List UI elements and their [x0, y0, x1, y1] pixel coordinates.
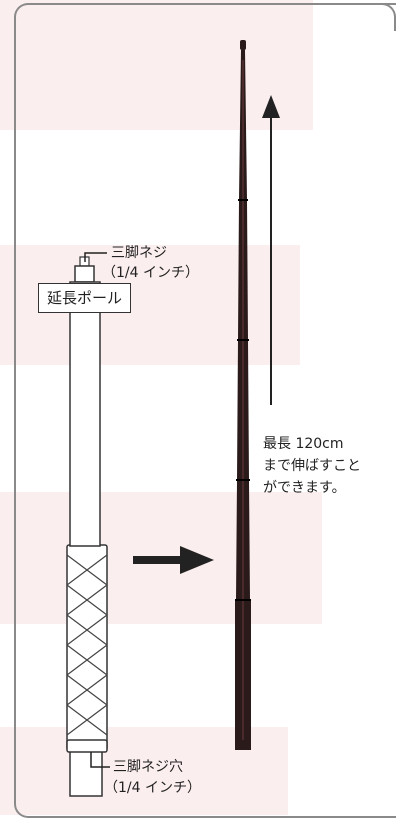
top-screw-label-line1: 三脚ネジ	[111, 245, 167, 261]
top-screw-leader	[84, 252, 107, 262]
extend-arrow	[262, 95, 280, 405]
extended-pole	[235, 40, 251, 750]
extend-label-line2: まで伸ばすこと	[263, 458, 361, 474]
top-screw-label-line2: （1/4 インチ）	[102, 265, 199, 281]
bottom-hole-leader	[90, 752, 110, 768]
panel-frame-corner	[368, 3, 396, 31]
title-box: 延長ポール	[38, 283, 132, 313]
collapsed-pole	[66, 544, 108, 797]
bottom-hole-label-line2: （1/4 インチ）	[104, 780, 201, 796]
collapsed-pole-upper	[69, 256, 101, 547]
background-band-1	[0, 0, 313, 130]
bottom-hole-label-line1: 三脚ネジ穴	[113, 759, 183, 775]
extend-label-line1: 最長 120cm	[263, 436, 344, 452]
transform-arrow	[133, 546, 214, 574]
extend-label-line3: ができます。	[263, 480, 346, 496]
